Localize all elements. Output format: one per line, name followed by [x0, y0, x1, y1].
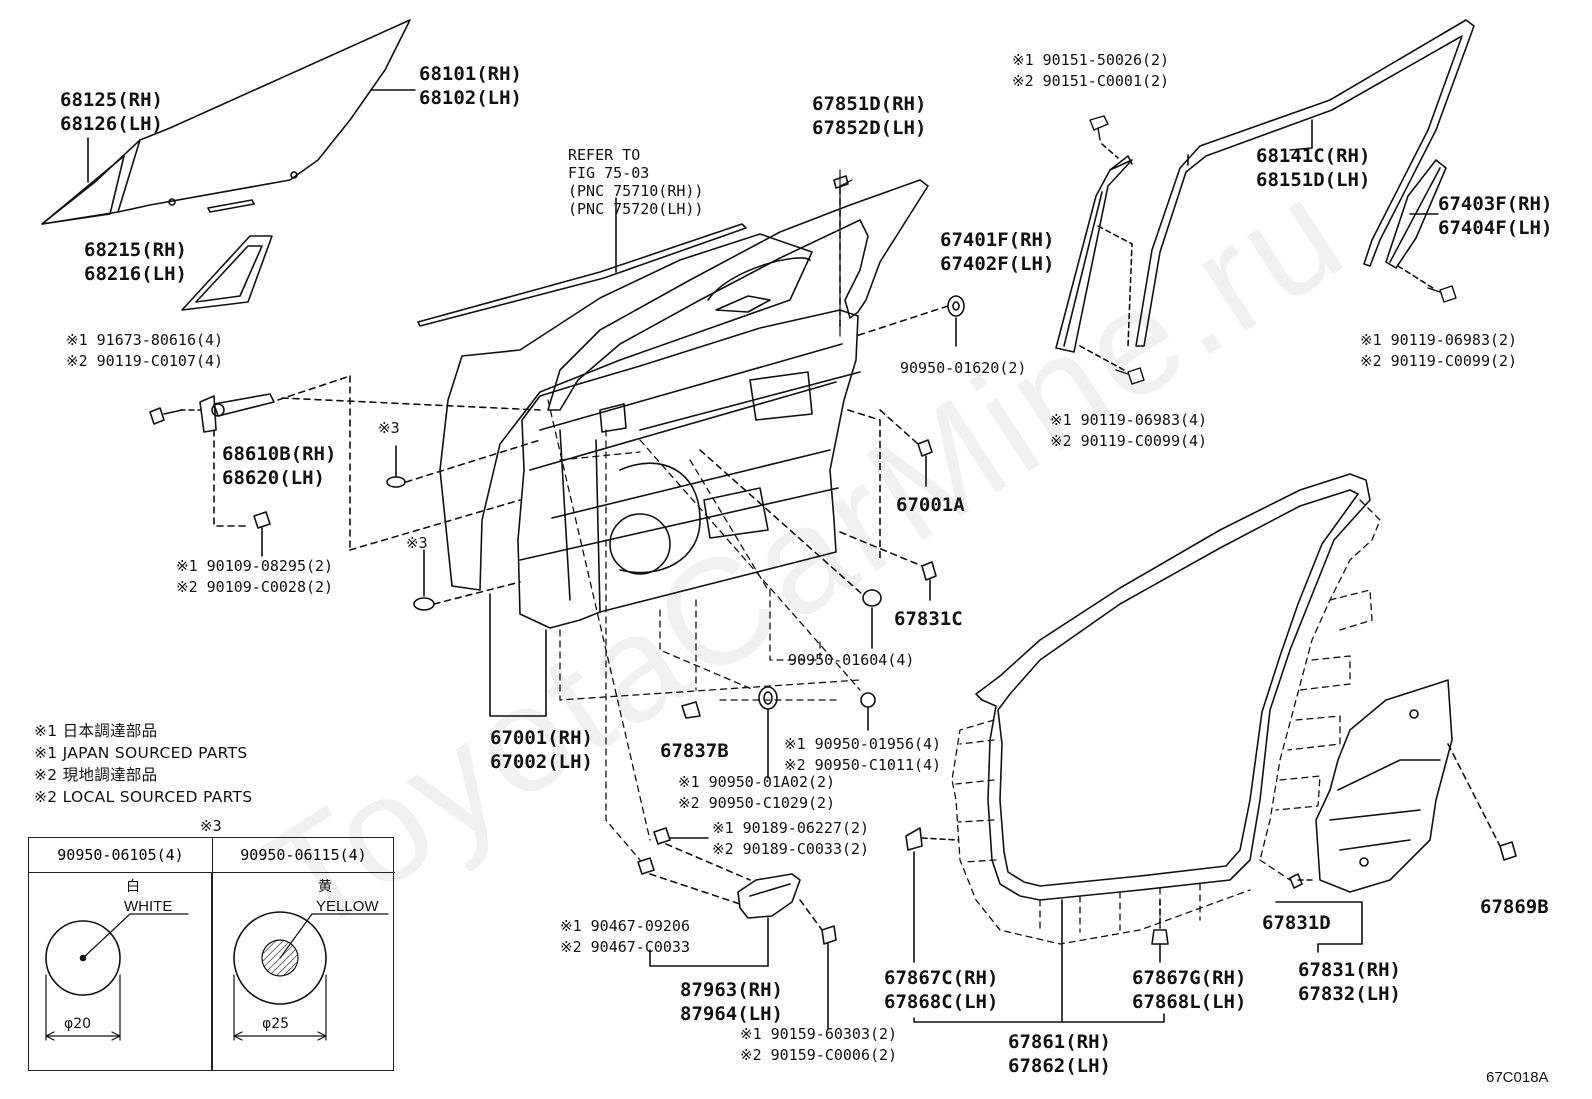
door-inner-panel — [517, 309, 859, 629]
label-67403: 67403F(RH)67404F(LH) — [1438, 193, 1553, 239]
label-68125: 68125(RH)68126(LH) — [60, 89, 163, 135]
label-68610: 68610B(RH)68620(LH) — [222, 443, 337, 489]
clip-67837B — [681, 701, 701, 719]
plug-spec-table: 90950-06105(4) 90950-06115(4) — [28, 837, 395, 1071]
table-col-2: 90950-06115(4) — [212, 838, 395, 873]
label-bolt-90119-a: ※1 90119-06983(4)※2 90119-C0099(4) — [1050, 411, 1208, 450]
label-67869B: 67869B — [1480, 896, 1549, 918]
note-1-jp: ※1 日本調達部品 — [34, 722, 158, 740]
label-bolt-90151: ※1 90151-50026(2)※2 90151-C0001(2) — [1012, 51, 1170, 90]
weatherstrip-clip-routing — [951, 499, 1381, 945]
triangle-glass-68215 — [181, 235, 273, 311]
clip-90467 — [637, 857, 655, 875]
label-68215: 68215(RH)68216(LH) — [84, 239, 187, 285]
door-outer-panel — [439, 233, 813, 591]
label-67837B: 67837B — [660, 740, 729, 762]
bolt-90151 — [1089, 115, 1109, 141]
color-en-white: WHITE — [124, 898, 173, 915]
label-87963: 87963(RH)87964(LH) — [680, 979, 783, 1025]
weatherstrip-67403 — [1385, 159, 1447, 269]
sourcing-notes: ※1 日本調達部品 ※1 JAPAN SOURCED PARTS ※2 現地調達… — [34, 720, 252, 808]
door-glass-inner — [117, 139, 141, 213]
label-67001A: 67001A — [896, 494, 965, 516]
label-67401: 67401F(RH)67402F(LH) — [940, 229, 1055, 275]
label-90950-01620: 90950-01620(2) — [900, 359, 1027, 377]
glass-strip — [207, 199, 255, 213]
note-2-en: ※2 LOCAL SOURCED PARTS — [34, 788, 253, 806]
label-67001: 67001(RH)67002(LH) — [490, 727, 593, 773]
door-check-68610 — [199, 393, 275, 433]
door-weatherstrip-67861 — [975, 473, 1371, 901]
color-jp-yellow: 黄 — [318, 879, 332, 895]
label-67851: 67851D(RH)67852D(LH) — [812, 93, 927, 139]
table-title: ※3 — [200, 817, 222, 835]
service-hole-cover-67831 — [1315, 679, 1453, 893]
grommet-90950-01956 — [860, 692, 876, 708]
door-glass-68101 — [41, 19, 411, 225]
grommet-90950-01A02 — [758, 686, 778, 710]
frame-moulding-68141 — [1135, 19, 1475, 347]
diagram-code: 67C018A — [1486, 1069, 1549, 1086]
label-90950-01604: 90950-01604(4) — [788, 651, 915, 669]
division-bar-67401 — [1055, 159, 1133, 353]
white-plug-circle — [45, 920, 121, 996]
screw-90159 — [821, 925, 837, 945]
label-clip-90189: ※1 90189-06227(2)※2 90189-C0033(2) — [712, 819, 870, 858]
label-67831C: 67831C — [894, 608, 963, 630]
label-grommet-90950-01A02: ※1 90950-01A02(2)※2 90950-C1029(2) — [678, 773, 836, 812]
label-bolt-90119-b: ※1 90119-06983(2)※2 90119-C0099(2) — [1360, 331, 1518, 370]
label-67861: 67861(RH)67862(LH) — [1008, 1031, 1111, 1077]
color-en-yellow: YELLOW — [316, 898, 379, 915]
dia-white: φ20 — [64, 1016, 92, 1032]
belt-moulding — [417, 223, 747, 327]
dia-yellow: φ25 — [262, 1016, 290, 1032]
table-col-1: 90950-06105(4) — [29, 838, 213, 873]
bolt-91673 — [149, 407, 183, 425]
label-67831: 67831(RH)67832(LH) — [1298, 959, 1401, 1005]
label-67831D: 67831D — [1262, 912, 1331, 934]
label-mark3-b: ※3 — [406, 534, 428, 552]
note-1-en: ※1 JAPAN SOURCED PARTS — [34, 744, 248, 762]
label-clip-90467: ※1 90467-09206※2 90467-C0033 — [560, 917, 690, 956]
bolt-90119-b — [1427, 285, 1457, 303]
label-grommet-90950-01956: ※1 90950-01956(4)※2 90950-C1011(4) — [784, 735, 942, 774]
clip-90189 — [653, 827, 671, 845]
speaker-87963 — [737, 873, 801, 919]
color-jp-white: 白 — [126, 879, 140, 895]
label-screw-90159: ※1 90159-60303(2)※2 90159-C0006(2) — [740, 1025, 898, 1064]
note-2-jp: ※2 現地調達部品 — [34, 766, 158, 784]
quarter-glass-68125 — [41, 155, 125, 225]
label-67867G: 67867G(RH)67868L(LH) — [1132, 967, 1247, 1013]
label-bolt-90109: ※1 90109-08295(2)※2 90109-C0028(2) — [176, 557, 334, 596]
bolt-90119-a — [1115, 367, 1145, 385]
label-68141: 68141C(RH)68151D(LH) — [1256, 145, 1371, 191]
label-68101: 68101(RH)68102(LH) — [419, 63, 522, 109]
label-mark3-a: ※3 — [378, 419, 400, 437]
label-67867C: 67867C(RH)67868C(LH) — [884, 967, 999, 1013]
yellow-plug-circle — [233, 911, 327, 1005]
label-bolt-91673: ※1 91673-80616(4)※2 90119-C0107(4) — [66, 331, 224, 370]
